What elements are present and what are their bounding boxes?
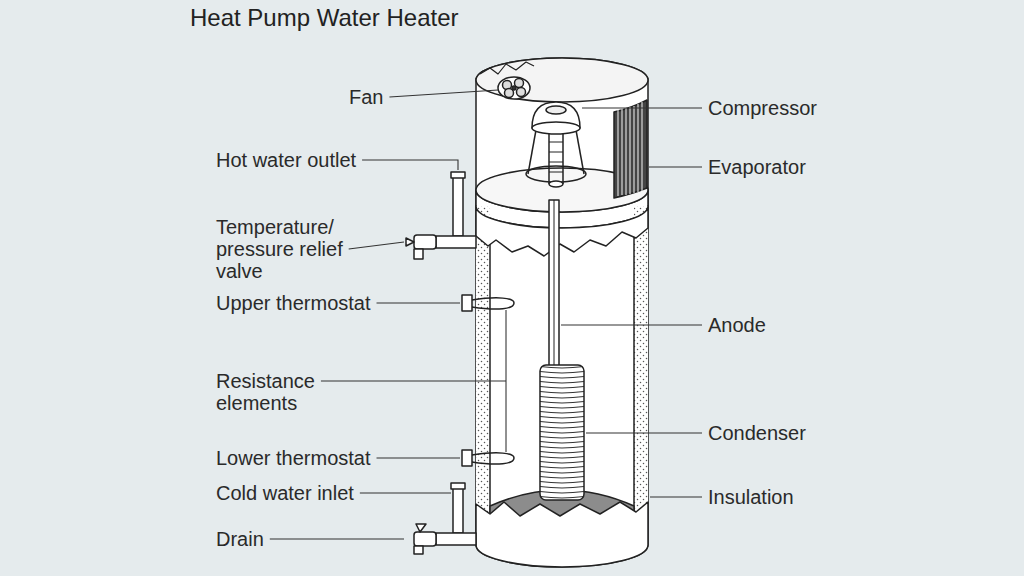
anode bbox=[549, 200, 559, 375]
leader-line bbox=[582, 107, 702, 108]
part-label: Evaporator bbox=[708, 156, 806, 178]
part-label: Lower thermostat bbox=[216, 447, 371, 469]
part-label: Temperature/ pressure relief valve bbox=[216, 216, 376, 282]
shell-tear-top bbox=[476, 206, 648, 256]
part-label: Cold water inlet bbox=[216, 482, 354, 504]
part-label: Anode bbox=[708, 314, 766, 336]
insulation bbox=[476, 206, 490, 516]
thermostat bbox=[462, 295, 472, 311]
leader-line bbox=[360, 492, 451, 493]
leader-line bbox=[349, 242, 404, 249]
evaporator bbox=[614, 100, 647, 198]
part-label: Resistance elements bbox=[216, 370, 346, 414]
leader-line bbox=[650, 496, 702, 497]
relief-valve bbox=[406, 235, 476, 259]
leader-line bbox=[321, 380, 506, 381]
thermostat bbox=[462, 450, 472, 466]
part-label: Hot water outlet bbox=[216, 149, 356, 171]
part-label: Drain bbox=[216, 528, 264, 550]
part-label: Compressor bbox=[708, 97, 817, 119]
cold-water-pipe bbox=[451, 483, 465, 533]
condenser-coil bbox=[540, 365, 584, 500]
part-label: Fan bbox=[349, 86, 383, 108]
leader-line bbox=[561, 324, 702, 325]
part-label: Condenser bbox=[708, 422, 806, 444]
outer-shell bbox=[476, 58, 648, 567]
leader-line bbox=[649, 166, 702, 167]
compressor bbox=[526, 102, 586, 187]
insulation bbox=[634, 206, 648, 516]
leader-line bbox=[270, 538, 404, 539]
part-label: Upper thermostat bbox=[216, 292, 371, 314]
resistance-element bbox=[472, 453, 514, 464]
top-tear bbox=[480, 62, 534, 74]
leader-line bbox=[377, 457, 460, 458]
part-label: Insulation bbox=[708, 486, 794, 508]
leader-line bbox=[586, 432, 702, 433]
leader-line bbox=[389, 90, 498, 97]
diagram-title: Heat Pump Water Heater bbox=[190, 4, 459, 32]
resistance-element bbox=[472, 298, 514, 309]
drain-valve bbox=[414, 524, 476, 554]
shell-tear-bottom bbox=[476, 502, 648, 567]
leader-line bbox=[377, 302, 460, 303]
hot-water-pipe bbox=[451, 172, 465, 236]
leader-line bbox=[362, 160, 458, 170]
fan bbox=[498, 77, 530, 99]
tank-interior bbox=[490, 230, 634, 516]
shell-top bbox=[476, 58, 648, 102]
